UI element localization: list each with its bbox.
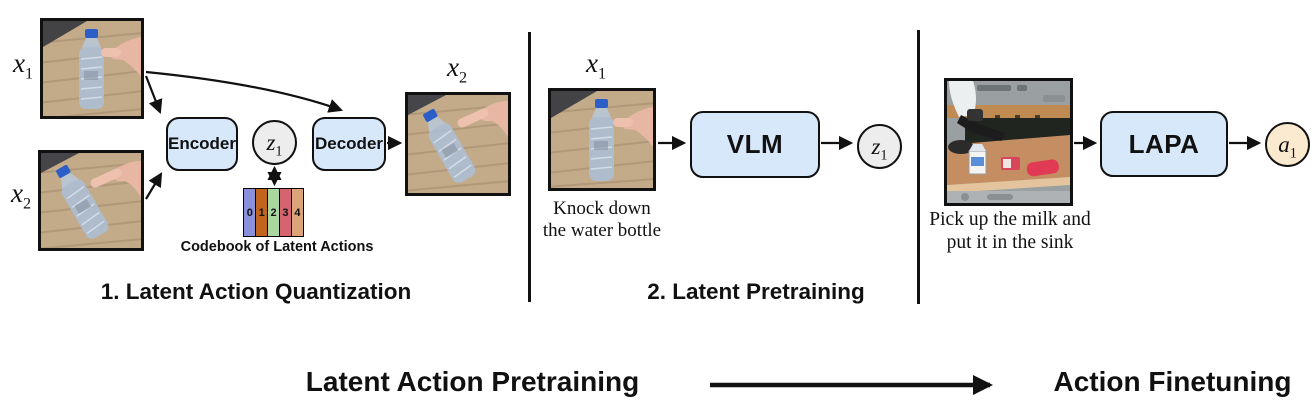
photo-robot-kitchen (944, 78, 1073, 206)
panel2-title: 2. Latent Pretraining (647, 279, 865, 304)
water-bottle (589, 99, 614, 181)
photo-bottle-frame2 (38, 150, 144, 251)
panel3-caption: Pick up the milk and put it in the sink (926, 208, 1094, 254)
label-output-x2: x2 (446, 52, 468, 87)
photo-bottle-frame1 (40, 18, 144, 119)
panel2-caption: Knock down the water bottle (524, 198, 680, 242)
codebook-cell-0: 0 (243, 188, 257, 237)
arrow-x2-to-encoder (145, 172, 163, 200)
footer-left-label: Latent Action Pretraining (305, 366, 640, 397)
arrow-x1-to-encoder (144, 75, 163, 114)
panel3-caption-line2: put it in the sink (946, 232, 1074, 253)
label-panel2-x1: x1 (585, 48, 607, 83)
panel3-caption-line1: Pick up the milk and (929, 209, 1091, 230)
pointing-hand (90, 161, 141, 197)
vlm-box: VLM (690, 111, 820, 178)
label-frame2-x2: x2 (10, 178, 32, 213)
arrow-x1-to-decoder (145, 70, 344, 113)
milk-carton (968, 144, 987, 175)
codebook-caption: Codebook of Latent Actions (180, 239, 374, 255)
action-a1-circle: a1 (1265, 122, 1310, 167)
water-bottle (79, 29, 104, 109)
pointing-hand (613, 107, 653, 147)
panel-divider-1 (528, 32, 531, 302)
codebook-cell-4: 4 (290, 188, 305, 237)
label-frame1-x1: x1 (12, 48, 34, 83)
panel2-caption-line2: the water bottle (542, 220, 662, 241)
robot-kitchen-illustration (947, 81, 1070, 203)
latent-z1-circle-panel1: z1 (252, 120, 297, 165)
bottle-upright-illustration (43, 21, 141, 116)
robot-arm (949, 81, 1005, 141)
encoder-label: Encoder (167, 134, 237, 153)
panel1-title: 1. Latent Action Quantization (100, 279, 412, 304)
bottle-tilted-illustration (41, 153, 141, 248)
pointing-hand (101, 37, 141, 77)
vlm-label: VLM (726, 129, 784, 159)
water-bottle-tilted (56, 165, 109, 239)
photo-bottle-output (405, 92, 511, 196)
panel2-caption-line1: Knock down (553, 198, 651, 219)
bottle-tilted-output-illustration (408, 95, 508, 193)
codebook-of-latent-actions: 0 1 2 3 4 (243, 188, 305, 237)
lapa-label: LAPA (1128, 128, 1200, 159)
latent-z1-circle-panel2: z1 (857, 124, 902, 169)
photo-bottle-panel2 (548, 88, 656, 191)
footer-right-label: Action Finetuning (1053, 366, 1292, 397)
pointing-hand (457, 101, 508, 137)
red-block-large (1026, 159, 1059, 177)
bottle-upright-illustration (551, 91, 653, 188)
water-bottle-tilted (423, 109, 476, 183)
encoder-box: Encoder (166, 117, 238, 171)
lapa-box: LAPA (1100, 111, 1228, 177)
panel-divider-2 (917, 30, 920, 304)
decoder-box: Decoder (312, 117, 386, 171)
decoder-label: Decoder (314, 134, 384, 153)
